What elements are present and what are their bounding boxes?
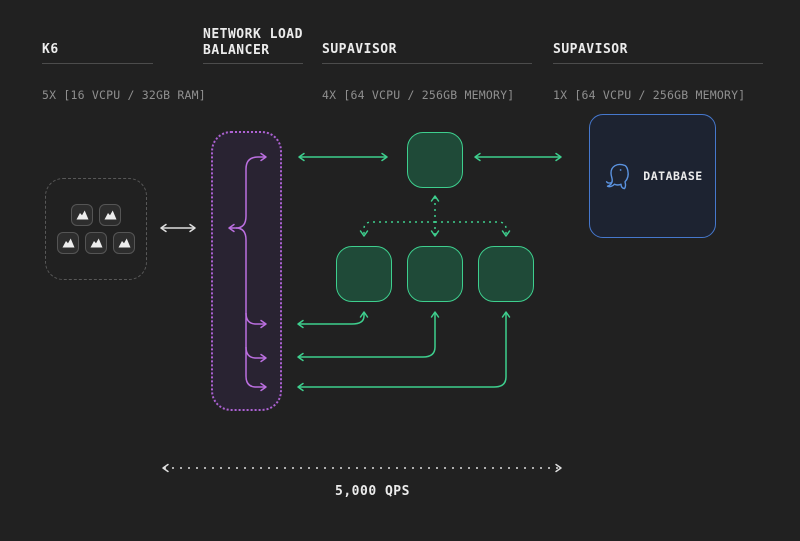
- return-arrow-node-1: [297, 311, 369, 329]
- column-title-supavisor-pool: SUPAVISOR: [322, 42, 397, 57]
- column-underline-supavisor-db: [553, 63, 763, 64]
- qps-label: 5,000 QPS: [335, 484, 410, 499]
- k6-instance-tile: [71, 204, 93, 226]
- k6-cluster-box: [45, 178, 147, 280]
- return-arrow-node-3: [297, 311, 511, 392]
- column-subtitle-supavisor-pool: 4X [64 VCPU / 256GB MEMORY]: [322, 88, 515, 102]
- k6-instance-tile: [57, 232, 79, 254]
- k6-mountain-icon: [62, 238, 74, 248]
- k6-mountain-icon: [90, 238, 102, 248]
- column-underline-supavisor-pool: [322, 63, 532, 64]
- database-box: DATABASE: [589, 114, 716, 238]
- column-subtitle-k6: 5X [16 VCPU / 32GB RAM]: [42, 88, 206, 102]
- k6-instance-tile: [99, 204, 121, 226]
- k6-mountain-icon: [76, 210, 88, 220]
- column-underline-load-balancer: [203, 63, 303, 64]
- column-subtitle-supavisor-db: 1X [64 VCPU / 256GB MEMORY]: [553, 88, 746, 102]
- supavisor-node-2: [407, 246, 463, 302]
- column-title-load-balancer: NETWORK LOAD BALANCER: [203, 27, 303, 58]
- supavisor-node-top: [407, 132, 463, 188]
- column-underline-k6: [42, 63, 153, 64]
- supavisor-node-3: [478, 246, 534, 302]
- fanout-dashed-left-arrow: [359, 221, 435, 237]
- supavisor-node-1: [336, 246, 392, 302]
- k6-instance-tile: [85, 232, 107, 254]
- postgresql-elephant-icon: [606, 163, 630, 190]
- k6-tile-row: [71, 204, 121, 226]
- k6-instance-tile: [113, 232, 135, 254]
- k6-mountain-icon: [104, 210, 116, 220]
- k6-tile-row: [57, 232, 135, 254]
- database-label: DATABASE: [643, 169, 703, 183]
- column-title-k6: K6: [42, 42, 59, 57]
- column-title-supavisor-db: SUPAVISOR: [553, 42, 628, 57]
- fanout-dashed-right-arrow: [435, 221, 511, 237]
- k6-mountain-icon: [118, 238, 130, 248]
- return-arrow-node-2: [297, 311, 440, 362]
- network-load-balancer-box: [211, 131, 282, 411]
